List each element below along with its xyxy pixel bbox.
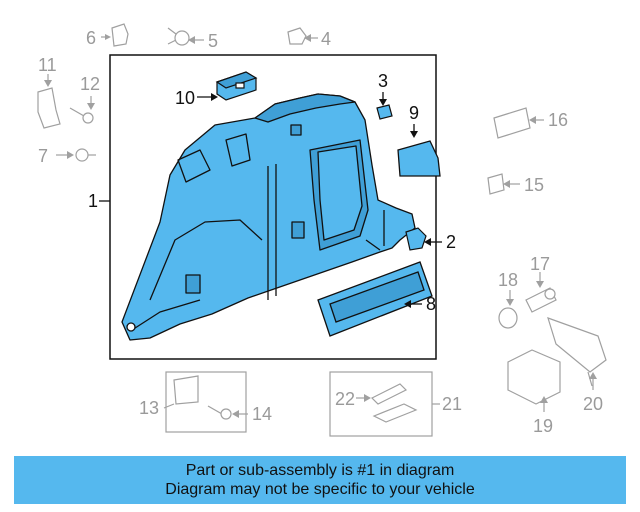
part-22-handle[interactable] bbox=[356, 383, 408, 405]
callout-label-20: 20 bbox=[583, 394, 603, 414]
callout-label-16: 16 bbox=[548, 110, 568, 130]
callout-label-7: 7 bbox=[38, 146, 48, 166]
part-16-pad[interactable] bbox=[493, 107, 544, 139]
part-14-screw[interactable] bbox=[207, 405, 248, 420]
callout-label-6: 6 bbox=[86, 28, 96, 48]
part-6-clip[interactable] bbox=[101, 23, 129, 47]
quarter-trim-panel[interactable] bbox=[121, 93, 416, 341]
callout-1: 1 bbox=[88, 191, 110, 211]
callout-label-15: 15 bbox=[524, 175, 544, 195]
group-box-13-14 bbox=[165, 371, 247, 433]
banner-line-2: Diagram may not be specific to your vehi… bbox=[165, 481, 475, 498]
callout-9: 9 bbox=[409, 103, 419, 138]
callout-label-1: 1 bbox=[88, 191, 98, 211]
callout-label-18: 18 bbox=[498, 270, 518, 290]
callout-label-19: 19 bbox=[533, 416, 553, 436]
part-13-cover[interactable] bbox=[163, 375, 199, 409]
part-5-screw[interactable] bbox=[167, 27, 204, 46]
callout-label-2: 2 bbox=[446, 232, 456, 252]
banner-line-1: Part or sub-assembly is #1 in diagram bbox=[185, 462, 455, 479]
callout-label-8: 8 bbox=[426, 294, 436, 314]
part-11-bracket[interactable] bbox=[37, 74, 61, 129]
part-4-nut[interactable] bbox=[287, 27, 318, 45]
callout-label-4: 4 bbox=[321, 29, 331, 49]
part-8-sill-plate[interactable] bbox=[317, 261, 433, 337]
part-7-push-pin[interactable] bbox=[56, 148, 96, 162]
callout-label-11: 11 bbox=[38, 55, 57, 75]
info-banner: Part or sub-assembly is #1 in diagram Di… bbox=[14, 456, 626, 504]
callout-2: 2 bbox=[424, 232, 456, 252]
part-19-module[interactable] bbox=[507, 349, 561, 412]
part-20-bracket[interactable] bbox=[547, 317, 607, 390]
callout-label-3: 3 bbox=[378, 71, 388, 91]
callout-label-21: 21 bbox=[442, 394, 462, 414]
callout-label-17: 17 bbox=[530, 254, 550, 274]
callout-3: 3 bbox=[378, 71, 388, 106]
part-18-grommet[interactable] bbox=[498, 290, 518, 329]
callout-label-5: 5 bbox=[208, 31, 218, 51]
part-15-label[interactable] bbox=[487, 173, 520, 195]
part-3-retainer[interactable] bbox=[376, 104, 393, 120]
parts-diagram: 1 10 3 9 2 8 bbox=[37, 23, 607, 437]
part-21-bezel[interactable] bbox=[372, 403, 440, 423]
assembly-frame bbox=[109, 54, 437, 360]
part-2-bracket[interactable] bbox=[405, 227, 427, 251]
callout-label-12: 12 bbox=[80, 74, 100, 94]
callout-label-9: 9 bbox=[409, 103, 419, 123]
part-12-bolt[interactable] bbox=[69, 96, 95, 124]
callout-label-13: 13 bbox=[139, 398, 159, 418]
callout-label-22: 22 bbox=[335, 389, 355, 409]
part-10-clip-block[interactable] bbox=[215, 71, 258, 101]
callout-10: 10 bbox=[175, 88, 218, 108]
callout-label-10: 10 bbox=[175, 88, 195, 108]
part-9-cover[interactable] bbox=[397, 140, 441, 177]
callout-8: 8 bbox=[404, 294, 436, 314]
callout-label-14: 14 bbox=[252, 404, 272, 424]
part-17-fastener[interactable] bbox=[525, 272, 557, 313]
